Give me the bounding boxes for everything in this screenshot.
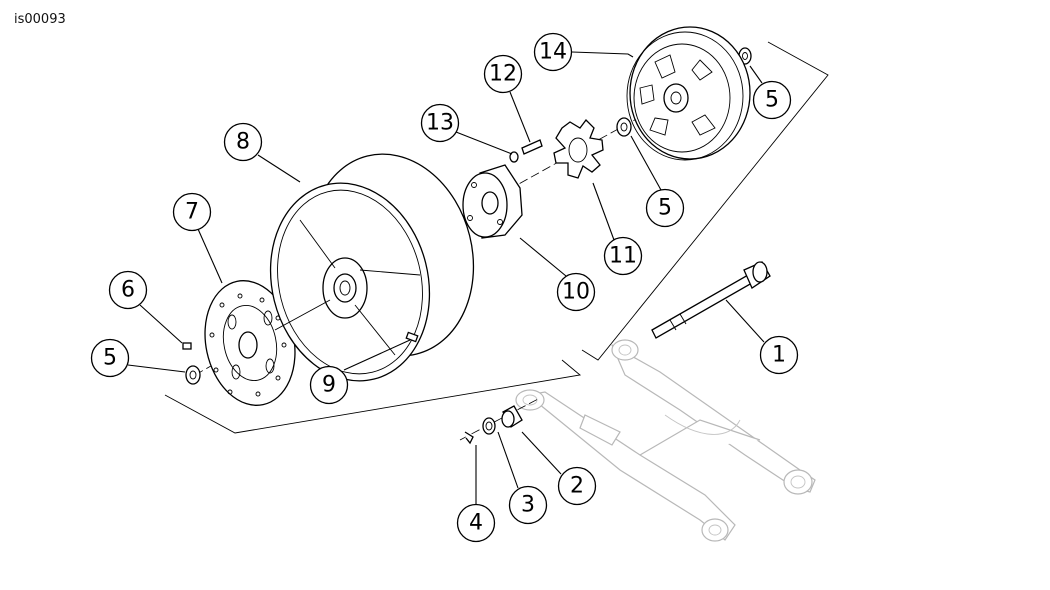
cush-drive-washer [509,151,519,163]
cush-drive-bolt [521,139,543,155]
callout-5-right: 5 [752,80,792,120]
callout-12: 12 [483,54,523,94]
callout-6: 6 [108,270,148,310]
disc-bolt [182,342,192,350]
callout-label: 2 [570,474,584,499]
callout-label: 7 [185,200,199,225]
callout-11: 11 [603,236,643,276]
callout-label: 13 [426,111,454,136]
spacer [501,405,523,428]
callout-10: 10 [556,272,596,312]
callout-1: 1 [759,335,799,375]
callout-label: 9 [322,373,336,398]
callout-label: 5 [658,196,672,221]
callout-13: 13 [420,103,460,143]
callout-4: 4 [456,503,496,543]
callout-2: 2 [557,466,597,506]
assembly-boundary-right [581,41,829,361]
rear-wheel [269,153,475,382]
figure-reference-id: is00093 [14,12,66,27]
axle-nut [482,417,496,435]
wheel-bearing-middle [616,117,632,137]
swingarm [515,339,816,542]
tyre-valve [405,331,419,343]
axle [651,261,771,339]
callout-3: 3 [508,485,548,525]
callout-label: 5 [765,88,779,113]
callout-label: 5 [103,346,117,371]
callout-label: 12 [489,62,517,87]
callout-label: 8 [236,130,250,155]
callout-14: 14 [533,32,573,72]
cush-drive-rubbers [553,119,604,179]
callout-label: 1 [772,343,786,368]
brake-disc [204,280,296,406]
callout-5-left: 5 [90,338,130,378]
assembly-boundary-left [164,359,582,434]
drive-sprocket [626,26,751,161]
callout-8: 8 [223,122,263,162]
split-pin [464,431,474,445]
callout-label: 11 [609,244,637,269]
callout-label: 14 [539,40,567,65]
callout-label: 6 [121,278,135,303]
callout-label: 10 [562,280,590,305]
callout-5-middle: 5 [645,188,685,228]
callout-label: 3 [521,493,535,518]
callout-7: 7 [172,192,212,232]
callout-label: 4 [469,511,483,536]
cush-drive-housing [462,164,523,239]
callout-9: 9 [309,365,349,405]
wheel-bearing-left [185,365,201,385]
hardware-axis-line [459,397,541,441]
